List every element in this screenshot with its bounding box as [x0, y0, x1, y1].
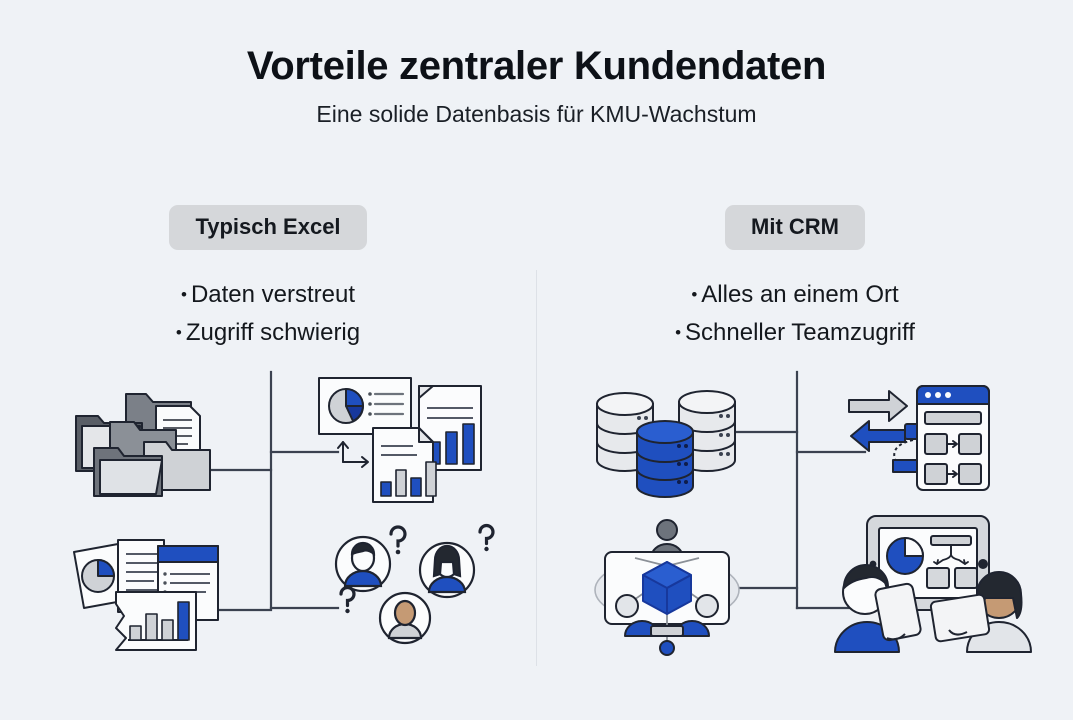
- charts-documents-icon: [313, 372, 493, 512]
- scattered-folders-icon: [68, 378, 228, 498]
- list-item: •Schneller Teamzugriff: [545, 314, 1045, 352]
- connector-bracket-right: [731, 370, 867, 610]
- column-typisch-excel: Typisch Excel •Daten verstreut •Zugriff …: [18, 205, 518, 351]
- column-mit-crm: Mit CRM •Alles an einem Ort •Schneller T…: [545, 205, 1045, 351]
- list-item: •Daten verstreut: [18, 276, 518, 314]
- badge-row-right: Mit CRM: [545, 205, 1045, 253]
- list-item-label: Alles an einem Ort: [701, 281, 899, 308]
- bullet-marker-icon: •: [175, 322, 182, 342]
- bullet-list-left: •Daten verstreut •Zugriff schwierig: [18, 276, 518, 351]
- bullet-marker-icon: •: [691, 285, 698, 304]
- bullet-marker-icon: •: [180, 285, 187, 304]
- bullet-marker-icon: •: [675, 322, 682, 342]
- workflow-browser-icon: [845, 378, 1025, 503]
- database-stack-icon: [583, 380, 753, 510]
- collaboration-hub-icon: [575, 518, 760, 658]
- list-item: •Zugriff schwierig: [18, 314, 518, 352]
- badge-mit-crm: Mit CRM: [725, 205, 865, 251]
- confused-people-icon: [323, 518, 498, 648]
- page-subtitle: Eine solide Datenbasis für KMU-Wachstum: [316, 100, 757, 127]
- reports-bar-chart-icon: [66, 528, 236, 658]
- bullet-list-right: •Alles an einem Ort •Schneller Teamzugri…: [545, 276, 1045, 351]
- illustration-group-left: [18, 360, 518, 680]
- column-divider: [536, 270, 537, 666]
- badge-row-left: Typisch Excel: [18, 205, 518, 253]
- page-title: Vorteile zentraler Kundendaten: [246, 44, 827, 88]
- list-item-label: Zugriff schwierig: [185, 318, 361, 346]
- team-tablets-icon: [815, 510, 1035, 655]
- header: Vorteile zentraler Kundendaten Eine soli…: [0, 0, 1073, 128]
- badge-typisch-excel: Typisch Excel: [169, 205, 367, 251]
- list-item-label: Schneller Teamzugriff: [685, 318, 915, 346]
- list-item-label: Daten verstreut: [190, 281, 356, 308]
- illustration-group-right: [545, 360, 1045, 680]
- list-item: •Alles an einem Ort: [545, 276, 1045, 314]
